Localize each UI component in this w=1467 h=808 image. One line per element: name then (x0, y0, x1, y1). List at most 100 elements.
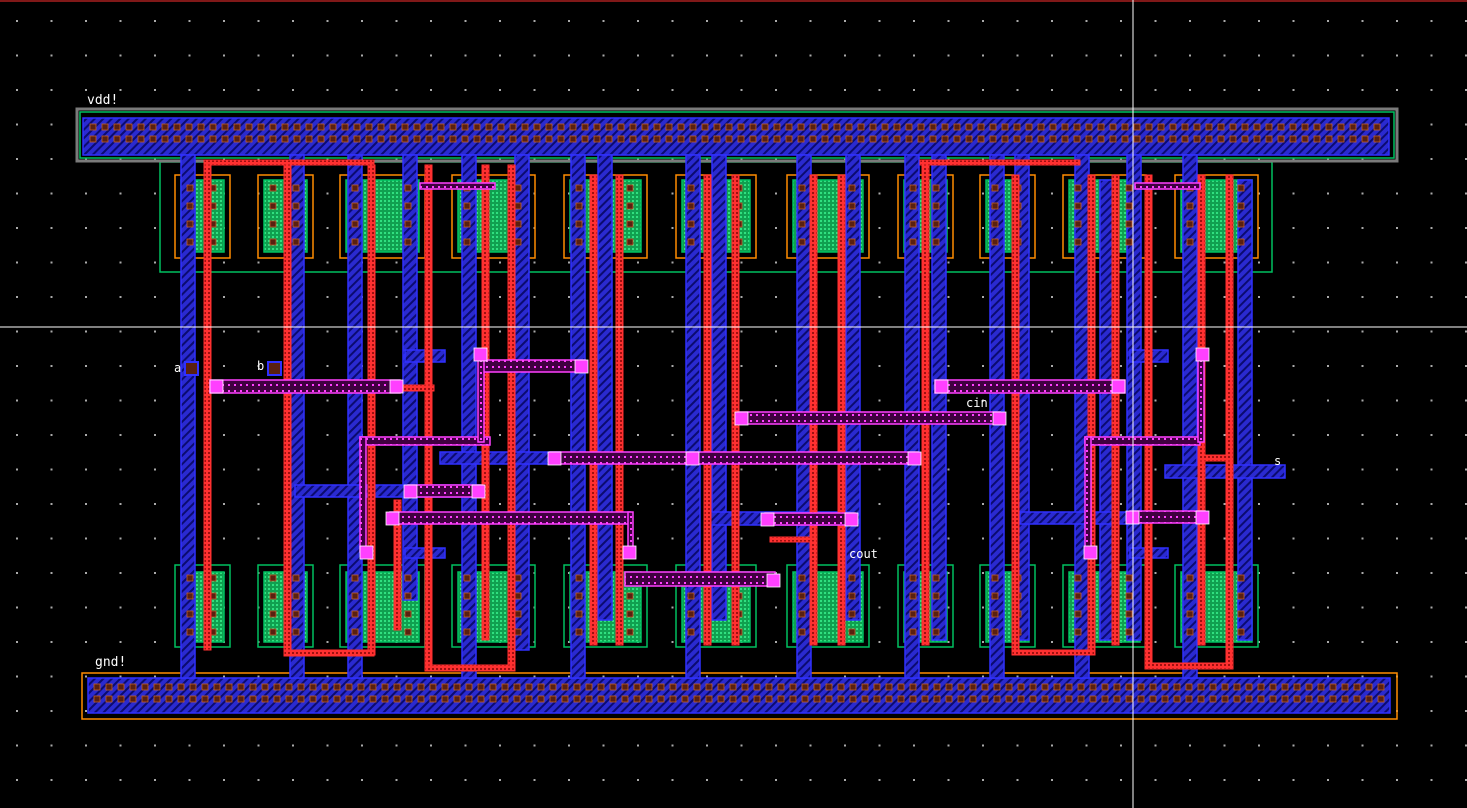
vdd-rail-contact (1349, 123, 1357, 131)
vdd-rail-contact (797, 135, 805, 143)
pmos-contact (687, 238, 695, 246)
vdd-rail-contact (509, 135, 517, 143)
gnd-rail-contact (1173, 695, 1181, 703)
poly-vertical-8 (615, 174, 624, 646)
gnd-rail-contact (909, 695, 917, 703)
gnd-rail-contact (285, 683, 293, 691)
vdd-rail-contact (1073, 123, 1081, 131)
nmos-contact (463, 592, 471, 600)
gnd-rail-contact (657, 695, 665, 703)
vdd-rail-contact (557, 123, 565, 131)
vdd-rail-contact (269, 135, 277, 143)
metal1-vertical-2 (347, 154, 363, 679)
vdd-rail-contact (1133, 135, 1141, 143)
vdd-rail-contact (1361, 123, 1369, 131)
gnd-rail-contact (465, 683, 473, 691)
vdd-rail-contact (1241, 123, 1249, 131)
gnd-rail-contact (621, 695, 629, 703)
gnd-rail-contact (369, 695, 377, 703)
nmos-contact (463, 610, 471, 618)
gnd-rail-contact (1089, 683, 1097, 691)
metal2-horizontal-10 (359, 436, 491, 446)
via-6 (734, 411, 749, 426)
gnd-rail-contact (1077, 683, 1085, 691)
poly-horizontal-6 (769, 536, 816, 543)
gnd-rail-contact (813, 695, 821, 703)
vdd-rail-contact (1361, 135, 1369, 143)
vdd-rail-contact (713, 123, 721, 131)
poly-vertical-7 (589, 174, 598, 646)
pmos-contact (1125, 184, 1133, 192)
pmos-contact (404, 202, 412, 210)
gnd-rail-contact (681, 695, 689, 703)
metal1-vertical-4 (461, 154, 477, 679)
vdd-rail-contact (761, 123, 769, 131)
vdd-rail-contact (1121, 135, 1129, 143)
gnd-rail-contact (945, 695, 953, 703)
gnd-rail-contact (393, 695, 401, 703)
pmos-contact (186, 184, 194, 192)
gnd-rail-contact (585, 695, 593, 703)
vdd-rail-outline (75, 107, 1399, 163)
gnd-rail-contact (729, 683, 737, 691)
vdd-rail-contact (581, 123, 589, 131)
gnd-rail-contact (1161, 695, 1169, 703)
vdd-rail-contact (809, 123, 817, 131)
vdd-rail-contact (1157, 135, 1165, 143)
vdd-rail-contact (317, 135, 325, 143)
vdd-rail-contact (1373, 123, 1381, 131)
gnd-rail-contact (1149, 683, 1157, 691)
pmos-contact (798, 238, 806, 246)
vdd-rail-contact (329, 123, 337, 131)
metal1-vertical-18 (1126, 154, 1142, 641)
gnd-rail-contact (321, 683, 329, 691)
vdd-rail-contact (1181, 135, 1189, 143)
vdd-rail-contact (1229, 123, 1237, 131)
vdd-rail-contact (437, 123, 445, 131)
pmos-contact (848, 184, 856, 192)
pmos-contact (463, 202, 471, 210)
gnd-rail-contact (921, 683, 929, 691)
gnd-rail-contact (705, 683, 713, 691)
vdd-rail-contact (641, 123, 649, 131)
gnd-rail-contact (297, 695, 305, 703)
gnd-rail-contact (273, 683, 281, 691)
gnd-rail-contact (1233, 695, 1241, 703)
vdd-rail-contact (365, 135, 373, 143)
vdd-rail-contact (557, 135, 565, 143)
nmos-contact (1125, 610, 1133, 618)
nmos-contact (514, 628, 522, 636)
poly-vertical-4 (424, 164, 433, 671)
gnd-rail-contact (1293, 683, 1301, 691)
nmos-contact (1074, 628, 1082, 636)
gnd-rail-contact (609, 695, 617, 703)
poly-horizontal-3 (919, 159, 1081, 166)
vdd-rail-contact (1301, 135, 1309, 143)
gnd-rail-contact (1269, 683, 1277, 691)
nmos-contact (909, 610, 917, 618)
gnd-rail-contact (105, 683, 113, 691)
metal1-vertical-6 (570, 154, 586, 679)
pmos-contact (575, 220, 583, 228)
gnd-rail-contact (333, 683, 341, 691)
vdd-rail-contact (965, 135, 973, 143)
vdd-rail-contact (485, 123, 493, 131)
vdd-rail-contact (941, 123, 949, 131)
gnd-rail-contact (561, 695, 569, 703)
nmos-contact (848, 628, 856, 636)
gnd-rail-contact (1197, 695, 1205, 703)
via-4 (934, 379, 949, 394)
vdd-rail-contact (569, 123, 577, 131)
vdd-rail-contact (89, 123, 97, 131)
vdd-rail-contact (677, 123, 685, 131)
pmos-contact (269, 238, 277, 246)
gnd-rail-contact (825, 695, 833, 703)
gnd-rail-contact (765, 695, 773, 703)
vdd-rail-contact (785, 123, 793, 131)
gnd-rail-contact (801, 683, 809, 691)
vdd-rail-contact (1025, 135, 1033, 143)
gnd-rail-contact (201, 695, 209, 703)
metal1-vertical-13 (931, 154, 947, 641)
